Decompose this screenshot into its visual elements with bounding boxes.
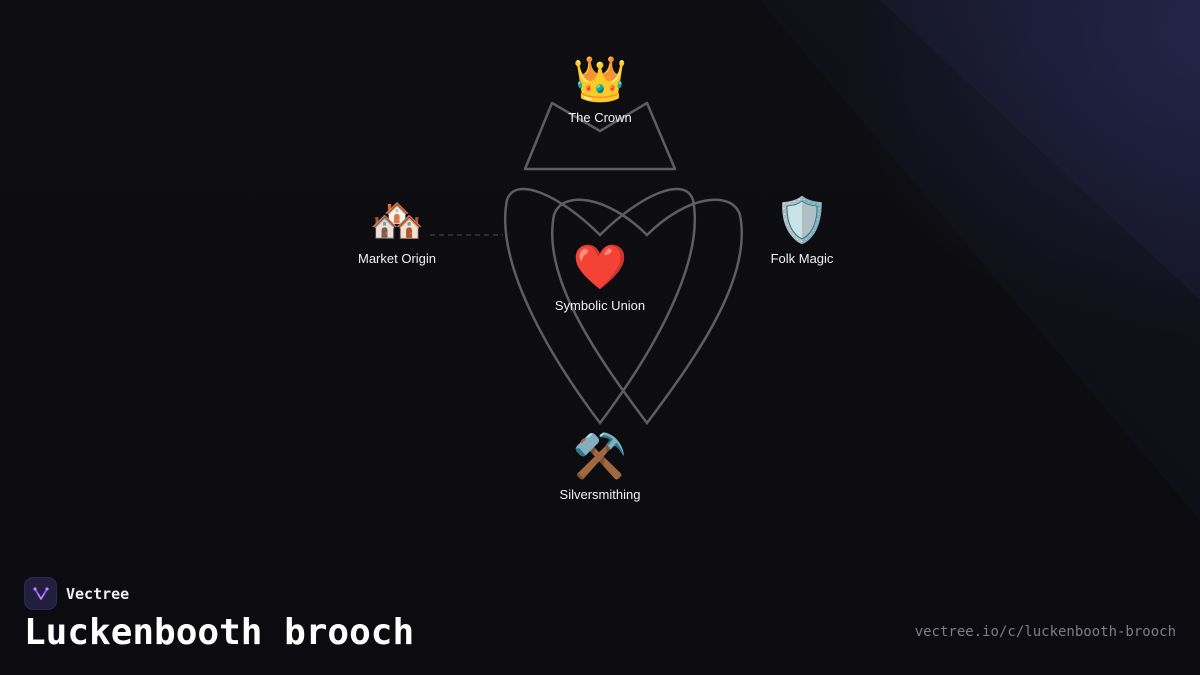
right-heart-outline [551, 198, 743, 426]
shield-icon: 🛡️ [774, 196, 830, 245]
crown-icon: 👑 [572, 55, 628, 104]
vectree-logo-icon [24, 577, 57, 610]
node-the-crown[interactable]: 👑 The Crown [510, 54, 690, 125]
node-label: Folk Magic [770, 251, 834, 266]
brand-name: Vectree [66, 584, 130, 603]
brand[interactable]: Vectree [24, 577, 129, 610]
left-heart-outline [504, 187, 696, 426]
hammer-pick-icon: ⚒️ [572, 432, 628, 481]
node-folk-magic[interactable]: 🛡️ Folk Magic [712, 195, 892, 266]
heart-icon: ❤️ [572, 243, 628, 292]
page-url[interactable]: vectree.io/c/luckenbooth-brooch [914, 624, 1176, 640]
node-label: The Crown [568, 110, 632, 125]
node-symbolic-union[interactable]: ❤️ Symbolic Union [510, 242, 690, 313]
node-market-origin[interactable]: 🏘️ Market Origin [307, 195, 487, 266]
node-silversmithing[interactable]: ⚒️ Silversmithing [510, 431, 690, 502]
node-label: Silversmithing [559, 487, 641, 502]
node-label: Market Origin [357, 251, 437, 266]
node-label: Symbolic Union [554, 298, 646, 313]
crown-outline [523, 101, 677, 171]
houses-icon: 🏘️ [369, 196, 425, 245]
page-title: Luckenbooth brooch [24, 612, 415, 653]
